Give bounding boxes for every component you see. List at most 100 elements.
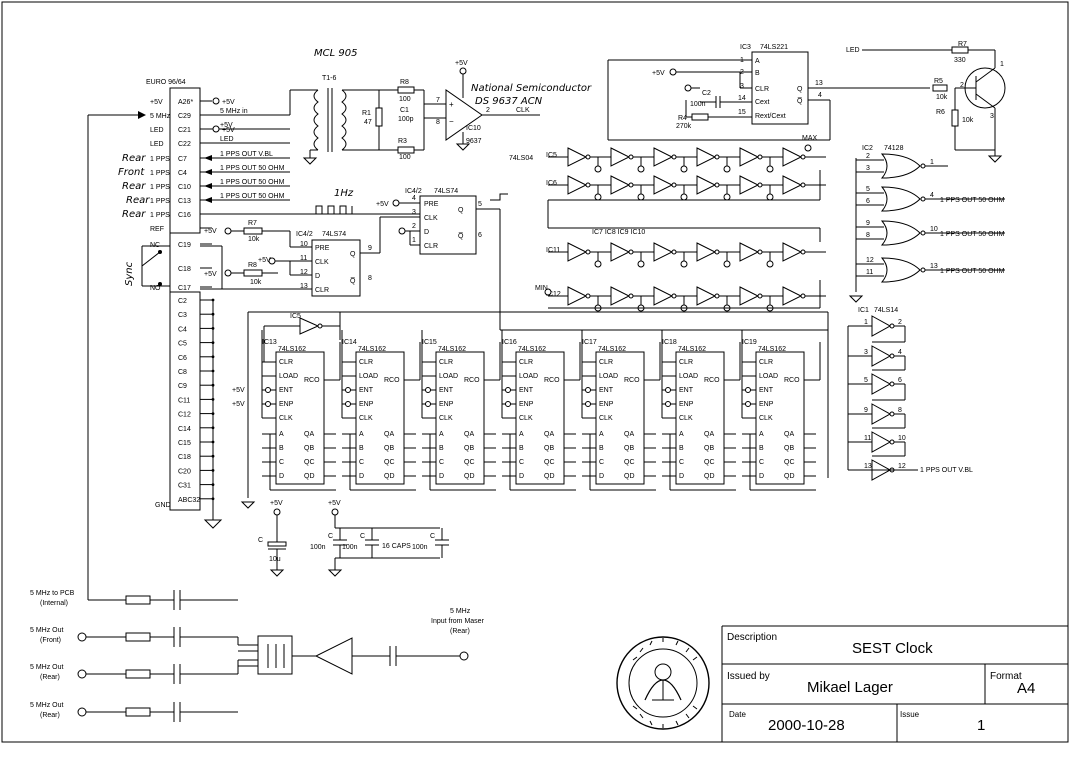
svg-text:−: − [449,117,454,126]
counter-pin-label: ENT [439,387,454,394]
counter-pin-label: B [599,445,604,452]
decoupling-cap-value: 100n [412,544,428,551]
counter-pin-label: B [519,445,524,452]
r1-value: 47 [364,119,372,126]
svg-text:10: 10 [898,435,906,442]
counter-pin-label: QD [384,473,395,480]
ff1-pin-clr: CLR [424,243,438,250]
svg-text:6: 6 [898,377,902,384]
inverter-type: 74LS04 [509,155,533,162]
decoupling-c-big-value: 10u [269,556,281,563]
counter-pin-label: CLR [519,359,533,366]
counter-pin-label: D [439,473,444,480]
decoupling-cap-name: C [328,533,333,540]
ff2-r8: R8 [248,262,257,269]
counter-pin-label: QA [704,431,714,438]
counter-pin-label: CLK [439,415,453,422]
issued-by-value: Mikael Lager [807,679,893,696]
ic3-pin-rext: Rext/Cext [755,113,786,120]
ff2-q: Q [350,251,356,258]
date-value: 2000-10-28 [768,717,845,734]
hand-label-1: Rear [122,153,146,164]
ic3-pin-b: B [755,70,760,77]
counter-pin-label: B [359,445,364,452]
inverter-row-label: IC12 [546,291,561,298]
svg-text:1: 1 [930,159,934,166]
counter-pin-label: QA [304,431,314,438]
counter-pin-label: ENT [759,387,774,394]
counter-pin-label: ENP [599,401,614,408]
connector-pin-id: C16 [178,212,191,219]
counter-pin-label: CLR [599,359,613,366]
svg-text:4: 4 [930,192,934,199]
transformer-ref: T1-6 [322,75,337,82]
splitter: 5 MHz to PCB(Internal)5 MHz Out(Front)5 … [30,111,485,722]
svg-text:2: 2 [866,153,870,160]
nor-output-label: 1 PPS OUT 50 OHM [940,231,1005,238]
r8-input-value: 100 [399,96,411,103]
connector-gnd: GND [155,502,171,509]
connector-signal: +5V [220,122,233,129]
inverter-row-label: IC11 [546,247,560,254]
counter-pin-label: CLR [759,359,773,366]
counter-type: 74LS162 [278,346,306,353]
svg-text:3: 3 [866,165,870,172]
splitter-output-sub: (Front) [40,637,61,644]
counter-pin-label: B [679,445,684,452]
counter-name: IC17 [582,339,597,346]
svg-text:2: 2 [960,82,964,89]
counter-type: 74LS162 [678,346,706,353]
counter-pin-label: RCO [304,377,320,384]
connector-lower-pin: C4 [178,326,187,333]
counter-pin-label: C [279,459,284,466]
counter-pin-label: C [599,459,604,466]
counter-pin-label: QB [464,445,474,452]
decoupling-note: 16 CAPS [382,543,411,550]
led-driver: LED R7 330 R5 10k R6 10k 213 [846,41,1006,163]
counter-pin-label: B [279,445,284,452]
counter-pin-label: C [439,459,444,466]
counter-pin-label: CLK [759,415,773,422]
connector-pin-id: C4 [178,170,187,177]
svg-text:1: 1 [864,319,868,326]
ff1-q: Q [458,207,464,214]
led-r7-value: 330 [954,57,966,64]
ff1-type: 74LS74 [434,188,458,195]
opamp-vcc: +5V [455,60,468,67]
connector-pin-id: C7 [178,156,187,163]
splitter-output-label: 5 MHz to PCB [30,590,75,597]
svg-text:9: 9 [866,220,870,227]
counter-pin-label: ENT [599,387,614,394]
counter-vcc: +5V [232,387,245,394]
hz-label: 1Hz [334,188,354,199]
ff2-r8-value: 10k [250,279,262,286]
counter-pin-label: RCO [784,377,800,384]
counter-name: IC19 [742,339,757,346]
observatory-seal [616,636,710,730]
counter-pin-label: LOAD [439,373,458,380]
svg-text:8: 8 [368,275,372,282]
splitter-input-sub2: (Rear) [450,628,470,635]
counter-type: 74LS162 [598,346,626,353]
format-label: Format [990,671,1022,682]
connector-pin-id: C17 [178,285,191,292]
counter-pin-label: ENT [279,387,294,394]
svg-text:7: 7 [436,97,440,104]
r3-name: R3 [398,138,407,145]
svg-text:8: 8 [898,407,902,414]
counter-type: 74LS162 [758,346,786,353]
issue-value: 1 [977,717,985,734]
counter-pin-label: QB [304,445,314,452]
splitter-input-label: 5 MHz [450,608,471,615]
ic3-r4: R4 [678,115,687,122]
led-r5-value: 10k [936,94,948,101]
svg-text:6: 6 [478,232,482,239]
svg-text:9: 9 [368,245,372,252]
hand-label-2: Front [118,167,145,178]
ff2-pin-clk: CLK [315,259,329,266]
counter-pin-label: LOAD [359,373,378,380]
ff2-pin-clr: CLR [315,287,329,294]
opamp-part: DS 9637 ACN [475,96,543,107]
